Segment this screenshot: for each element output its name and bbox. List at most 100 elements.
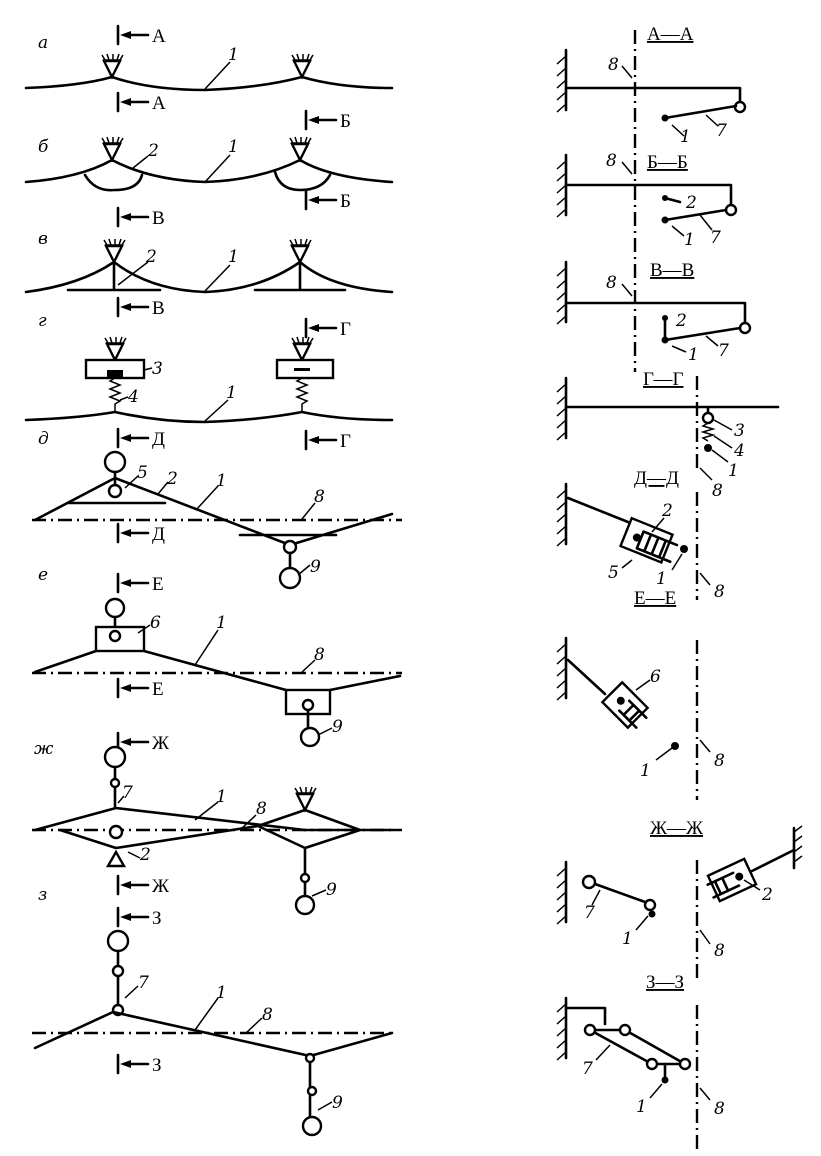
callout: 2 bbox=[761, 885, 773, 905]
callout: 1 bbox=[680, 127, 691, 147]
scheme-v: В в 2 1 В bbox=[24, 206, 394, 319]
scheme-letter: е bbox=[38, 565, 48, 585]
callout: 1 bbox=[216, 983, 227, 1003]
section-g-g: Г—Г 3 4 1 8 bbox=[555, 369, 780, 501]
section-label: Г bbox=[340, 319, 351, 340]
section-title: Ж—Ж bbox=[650, 818, 704, 839]
section-b-b: Б—Б 8 2 1 7 bbox=[555, 151, 738, 250]
callout: 7 bbox=[718, 341, 729, 361]
section-label: Е bbox=[152, 679, 164, 700]
callout: 1 bbox=[622, 929, 633, 949]
callout: 8 bbox=[606, 151, 617, 171]
scheme-b: б 2 1 Б bbox=[24, 135, 394, 212]
callout: 1 bbox=[228, 137, 239, 157]
scheme-g: г Г 3 4 1 Г bbox=[24, 311, 394, 452]
callout: 4 bbox=[127, 387, 139, 407]
section-label: В bbox=[152, 208, 165, 229]
callout: 3 bbox=[152, 359, 163, 379]
callout: 6 bbox=[650, 667, 661, 687]
callout: 2 bbox=[675, 311, 687, 331]
scheme-letter: з bbox=[38, 885, 47, 905]
callout: 3 bbox=[734, 421, 745, 441]
contact-wire bbox=[33, 476, 394, 547]
section-e-e: Е—Е 6 1 8 bbox=[555, 588, 725, 781]
callout: 1 bbox=[216, 613, 227, 633]
callout: 7 bbox=[122, 783, 133, 803]
callout: 1 bbox=[684, 230, 695, 250]
section-label: Б bbox=[340, 191, 351, 212]
callout: 7 bbox=[584, 903, 595, 923]
callout: 9 bbox=[310, 557, 321, 577]
section-d-d: Д—Д 2 5 1 8 bbox=[555, 468, 725, 602]
callout: 8 bbox=[314, 487, 325, 507]
callout: 8 bbox=[606, 273, 617, 293]
section-label: З bbox=[152, 908, 162, 929]
callout: 1 bbox=[228, 247, 239, 267]
callout: 2 bbox=[661, 501, 673, 521]
section-title: Д—Д bbox=[634, 468, 679, 489]
contact-wire bbox=[33, 1010, 394, 1058]
section-label: Ж bbox=[152, 876, 170, 897]
section-a-a: А—А 8 1 7 bbox=[555, 24, 747, 147]
callout: 8 bbox=[712, 481, 723, 501]
callout: 8 bbox=[608, 55, 619, 75]
section-title: Г—Г bbox=[643, 369, 684, 390]
loop-wire bbox=[83, 173, 144, 192]
contact-wire bbox=[33, 806, 397, 850]
section-zh-zh: Ж—Ж 7 1 2 8 bbox=[555, 818, 803, 961]
scheme-letter: б bbox=[38, 137, 49, 157]
section-label: Д bbox=[152, 524, 165, 545]
callout: 1 bbox=[656, 569, 667, 589]
scheme-letter: д bbox=[38, 429, 49, 449]
section-label: Б bbox=[340, 111, 351, 132]
scheme-letter: ж bbox=[34, 739, 54, 759]
contact-wire bbox=[24, 260, 394, 294]
loop-wire bbox=[273, 170, 332, 192]
callout: 1 bbox=[636, 1097, 647, 1117]
callout: 1 bbox=[728, 461, 739, 481]
scheme-zh: ж Ж 7 1 8 2 9 Ж bbox=[32, 731, 402, 916]
section-label: А bbox=[152, 93, 166, 114]
contact-wire bbox=[24, 75, 394, 92]
callout: 8 bbox=[714, 1099, 725, 1119]
callout: 1 bbox=[216, 787, 227, 807]
callout: 2 bbox=[139, 845, 151, 865]
section-label: Г bbox=[340, 431, 351, 452]
callout: 1 bbox=[640, 761, 651, 781]
section-label: А bbox=[152, 26, 166, 47]
spring bbox=[107, 377, 310, 412]
callout: 7 bbox=[138, 973, 149, 993]
callout: 2 bbox=[166, 469, 178, 489]
callout: 9 bbox=[326, 880, 337, 900]
callout: 1 bbox=[228, 45, 239, 65]
callout: 1 bbox=[688, 345, 699, 365]
section-label: В bbox=[152, 298, 165, 319]
callout: 8 bbox=[714, 582, 725, 602]
section-title: З—З bbox=[646, 972, 684, 993]
callout: 1 bbox=[226, 383, 237, 403]
contact-wire bbox=[33, 649, 402, 692]
section-title: Б—Б bbox=[647, 152, 688, 173]
callout: 7 bbox=[716, 121, 727, 141]
callout: 8 bbox=[714, 941, 725, 961]
section-label: Ж bbox=[152, 733, 170, 754]
section-title: В—В bbox=[650, 260, 694, 281]
section-title: Е—Е bbox=[634, 588, 676, 609]
section-title: А—А bbox=[647, 24, 694, 45]
callout: 5 bbox=[137, 463, 148, 483]
callout: 4 bbox=[733, 441, 745, 461]
scheme-letter: г bbox=[38, 311, 47, 331]
callout: 2 bbox=[147, 141, 159, 161]
scheme-e: е Е 6 1 8 9 Е bbox=[32, 565, 402, 748]
scheme-d: д Д 5 2 1 8 9 Д bbox=[32, 427, 402, 590]
callout: 7 bbox=[582, 1059, 593, 1079]
callout: 8 bbox=[714, 751, 725, 771]
section-label: З bbox=[152, 1055, 162, 1076]
callout: 6 bbox=[150, 613, 161, 633]
scheme-letter: а bbox=[38, 33, 48, 53]
callout: 8 bbox=[256, 799, 267, 819]
rigid-strut bbox=[66, 260, 347, 292]
section-z-z: З—З 7 1 8 bbox=[555, 972, 725, 1119]
section-label: Д bbox=[152, 429, 165, 450]
